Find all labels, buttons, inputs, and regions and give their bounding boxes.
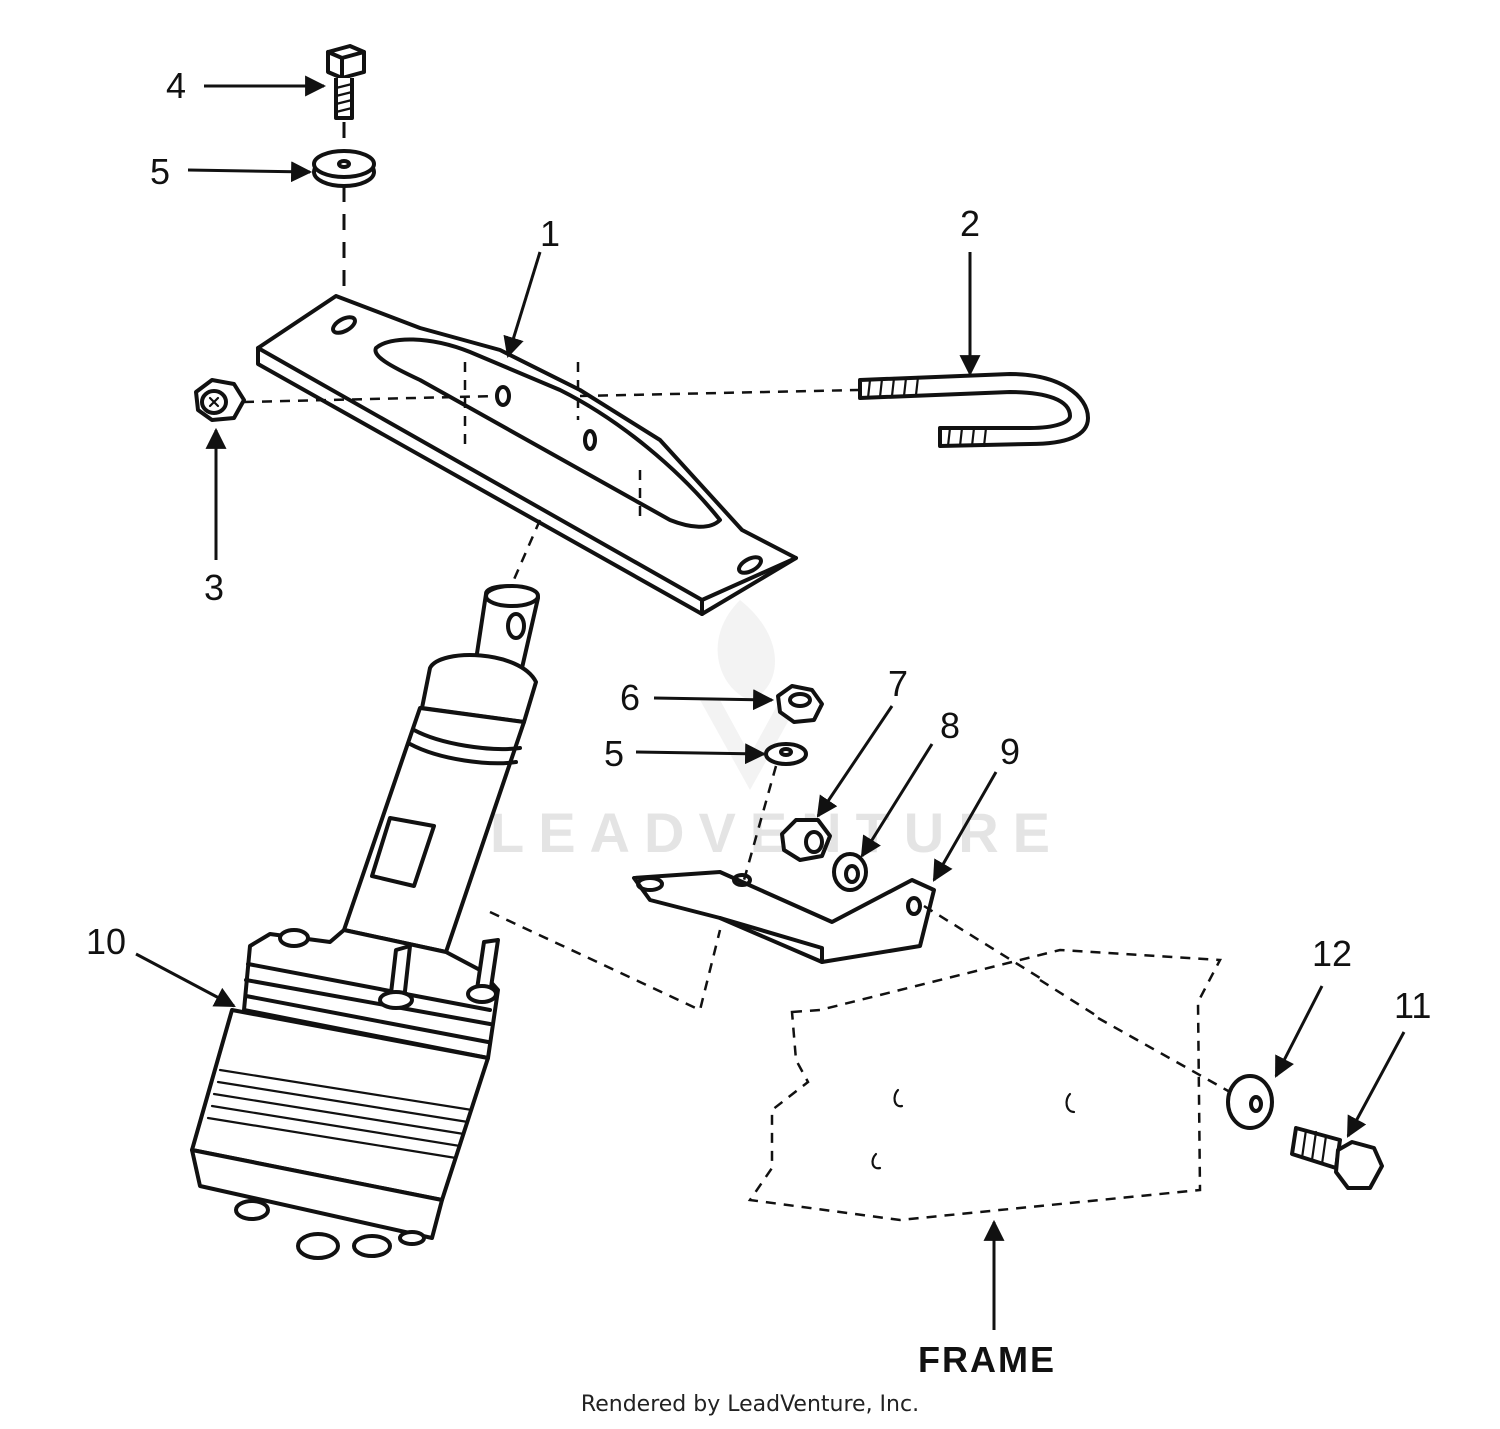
steering-unit-part-10 [190,584,540,1260]
washer-part-12 [1226,1074,1274,1130]
callout-12: 12 [1312,933,1352,974]
callout-11: 11 [1394,985,1431,1026]
callout-5-top: 5 [150,151,170,192]
nut-part-6 [776,684,824,724]
callout-1: 1 [540,213,560,254]
footer-credit: Rendered by LeadVenture, Inc. [580,1392,920,1417]
leader-arrow-5-lower [635,743,767,765]
callout-4: 4 [166,65,186,106]
bracket-part-9 [632,870,936,964]
frame-label: FRAME [918,1339,1056,1380]
mounting-plate-part-1 [256,294,798,616]
nut-part-7 [780,818,832,862]
callout-5-lower: 5 [604,733,624,774]
callout-7: 7 [888,663,908,704]
washer-part-5-lower [764,742,808,766]
bolt-part-4 [326,44,366,120]
leader-arrow-10 [135,952,236,1008]
watermark-text: LEADVENTURE [490,801,1064,864]
leader-arrow-9 [932,771,998,882]
callout-8: 8 [940,705,960,746]
callout-10: 10 [86,921,126,962]
bolt-part-11 [1290,1126,1384,1190]
callout-3: 3 [204,567,224,608]
leader-arrow-1 [503,251,542,359]
leader-arrow-11 [1346,1031,1406,1138]
callout-6: 6 [620,677,640,718]
leader-arrow-8 [860,743,934,858]
u-bolt-part-2 [858,372,1090,448]
callout-2: 2 [960,203,980,244]
leader-arrow-12 [1274,985,1324,1078]
leader-arrow-7 [816,705,894,818]
frame-outline [747,948,1231,1222]
nut-part-3 [194,378,246,422]
leader-arrow-5-top [187,161,313,183]
watermark-logo [700,600,800,790]
leader-arrow-6 [653,689,775,711]
lock-washer-part-8 [832,852,868,892]
washer-part-5 [312,149,376,188]
callout-9: 9 [1000,731,1020,772]
